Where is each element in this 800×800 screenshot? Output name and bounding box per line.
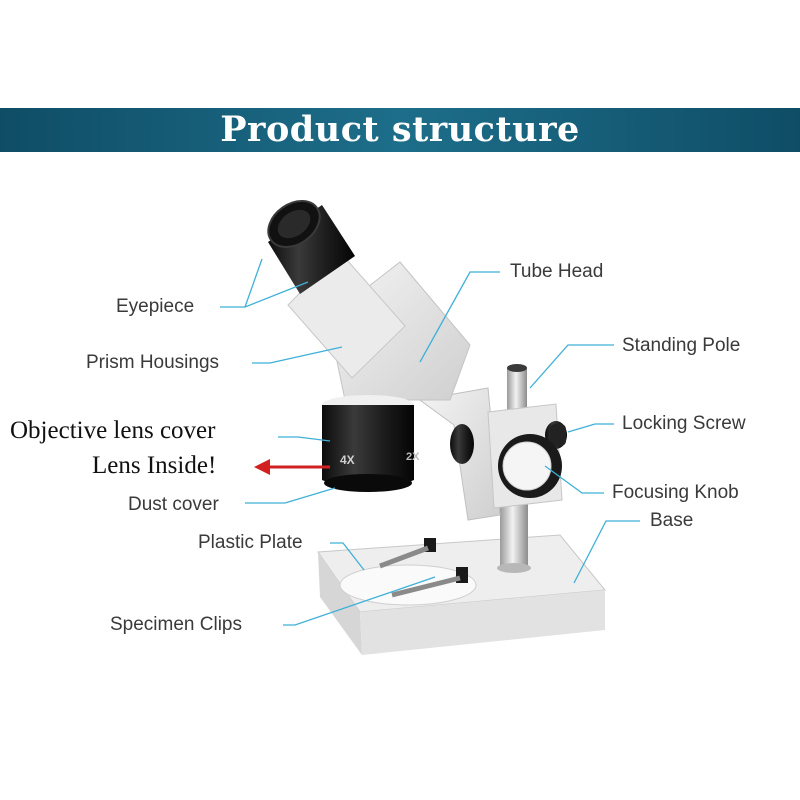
label-locking-screw: Locking Screw (622, 413, 746, 434)
eyepiece-tubes (267, 200, 355, 294)
label-lens-inside: Lens Inside! (92, 452, 217, 479)
label-dust-cover: Dust cover (128, 494, 219, 515)
leader-objective (278, 436, 331, 442)
label-plastic-plate: Plastic Plate (198, 532, 303, 553)
leader-base (573, 520, 640, 584)
leader-eyepiece-b (244, 281, 309, 308)
plastic-plate (339, 564, 477, 606)
leader-lines (220, 258, 640, 626)
leader-dust-cover (245, 487, 336, 504)
focusing-knob (498, 434, 562, 498)
leader-standing-pole (529, 344, 614, 389)
leader-specimen-clips (283, 576, 436, 626)
label-prism-housings: Prism Housings (86, 352, 220, 373)
pole-lower (500, 500, 528, 570)
page-title: Product structure (220, 109, 580, 150)
specimen-clips (379, 538, 468, 598)
label-tube-head: Tube Head (510, 261, 604, 282)
leader-eyepiece-a (220, 258, 263, 308)
leader-locking-screw (567, 423, 614, 433)
objective-mag-2x: 2X (406, 451, 420, 463)
objective-mag-4x: 4X (340, 453, 355, 467)
leader-focusing-knob (544, 465, 604, 494)
lens-inside-arrow (254, 459, 330, 475)
title-banner (0, 108, 800, 152)
rear-knob (450, 424, 474, 464)
label-eyepiece: Eyepiece (116, 296, 195, 317)
label-focusing-knob: Focusing Knob (612, 482, 739, 503)
label-specimen-clips: Specimen Clips (110, 614, 242, 635)
leader-plastic-plate (330, 542, 365, 571)
leader-tube-head (419, 271, 500, 363)
label-base: Base (650, 510, 694, 531)
label-standing-pole: Standing Pole (622, 335, 741, 356)
label-objective-lens-cover: Objective lens cover (10, 417, 216, 444)
leader-prism (252, 346, 343, 364)
objective-lens-cover: 4X 2X (322, 395, 420, 492)
